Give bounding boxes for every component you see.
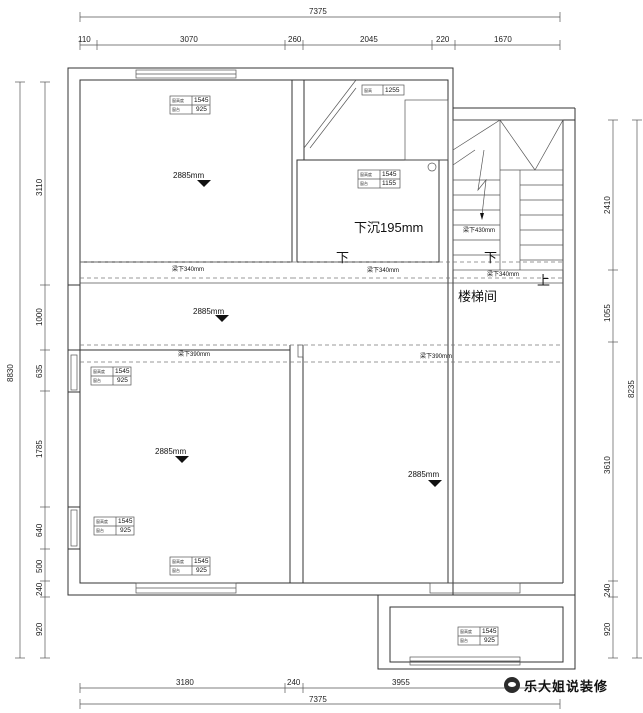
right-dimension-5: 920: [603, 622, 612, 636]
left-dimension-5: 640: [35, 523, 44, 537]
svg-text:窗台: 窗台: [96, 527, 104, 533]
svg-text:窗高度: 窗高度: [460, 628, 472, 634]
svg-text:1545: 1545: [115, 368, 130, 375]
step-down-label-1: 下: [336, 250, 349, 265]
left-dimension-7: 240: [35, 582, 44, 596]
bottom-dimension-2: 240: [287, 678, 301, 687]
elevation-marker-2: [215, 315, 229, 322]
bottom-dimension-1: 3180: [176, 678, 194, 687]
svg-text:1545: 1545: [194, 97, 209, 104]
right-dimension-3: 3610: [603, 456, 612, 474]
svg-text:窗高度: 窗高度: [360, 171, 372, 177]
top-dimensions: 7375 110 3070 260 2045 220 1670: [78, 7, 561, 50]
bottom-dimensions: 3180 240 3955 7375: [79, 678, 561, 709]
right-dimension-2: 1055: [603, 304, 612, 322]
window-tag-7: 窗高度 窗台 1545 925: [457, 626, 499, 646]
ceiling-height-1: 2885mm: [173, 171, 204, 180]
right-dimensions: 2410 1055 3610 240 920 8235: [603, 119, 642, 659]
stairwell-label: 楼梯间: [458, 289, 497, 304]
top-dimension-2: 3070: [180, 35, 198, 44]
beam-label-5: 梁下390mm: [420, 352, 452, 360]
left-total-dimension: 8830: [6, 364, 15, 382]
svg-text:窗台: 窗台: [93, 377, 101, 383]
svg-text:窗高度: 窗高度: [93, 368, 105, 374]
watermark: 乐大姐说装修: [504, 675, 608, 695]
beam-label-1: 梁下340mm: [172, 265, 204, 273]
svg-text:1545: 1545: [482, 628, 497, 635]
svg-text:1545: 1545: [194, 558, 209, 565]
top-dimension-5: 220: [436, 35, 450, 44]
step-down-label-2: 下: [484, 250, 497, 265]
right-dimension-4: 240: [603, 583, 612, 597]
step-up-label: 上: [537, 273, 550, 288]
window-tag-1: 窗高度 窗台 1545 925: [169, 95, 211, 115]
sunken-label: 下沉195mm: [354, 220, 423, 235]
window-tag-5: 窗高度 窗台 1545 925: [93, 516, 135, 536]
svg-text:1545: 1545: [118, 518, 133, 525]
svg-text:925: 925: [196, 567, 207, 574]
svg-text:窗高度: 窗高度: [172, 97, 184, 103]
top-dimension-4: 2045: [360, 35, 378, 44]
right-total-dimension: 8235: [627, 380, 636, 398]
elevation-marker-3: [175, 456, 189, 463]
staircase: [452, 119, 564, 271]
top-dimension-1: 110: [78, 35, 91, 44]
windows: [70, 69, 521, 666]
elevation-marker-4: [428, 480, 442, 487]
svg-text:窗高度: 窗高度: [172, 558, 184, 564]
left-dimension-4: 1785: [35, 440, 44, 458]
ceiling-height-4: 2885mm: [408, 470, 439, 479]
svg-text:925: 925: [120, 527, 131, 534]
right-dimension-1: 2410: [603, 196, 612, 214]
beam-label-6: 梁下430mm: [463, 226, 495, 234]
svg-text:窗台: 窗台: [460, 637, 468, 643]
svg-text:1155: 1155: [382, 180, 396, 187]
window-tag-6: 窗高度 窗台 1545 925: [169, 556, 211, 576]
elevation-marker-1: [197, 180, 211, 187]
top-dimension-6: 1670: [494, 35, 512, 44]
top-total-dimension: 7375: [309, 7, 327, 16]
svg-text:窗高度: 窗高度: [96, 518, 108, 524]
bottom-total-dimension: 7375: [309, 695, 327, 704]
svg-text:1545: 1545: [382, 171, 397, 178]
left-dimension-8: 920: [35, 622, 44, 636]
window-tag-3: 窗高度 窗台 1545 1155: [357, 169, 401, 189]
window-tag-4: 窗高度 窗台 1545 925: [90, 366, 132, 386]
svg-text:1255: 1255: [385, 87, 400, 94]
beam-lines: [80, 261, 563, 363]
left-dimension-6: 500: [35, 559, 44, 573]
left-dimension-3: 635: [35, 364, 44, 378]
window-tag-2: 窗高 1255: [361, 84, 405, 96]
svg-text:窗台: 窗台: [172, 106, 180, 112]
beam-label-2: 梁下340mm: [367, 266, 399, 274]
beam-label-4: 梁下390mm: [178, 350, 210, 358]
ceiling-height-2: 2885mm: [193, 307, 224, 316]
left-dimensions: 8830 3110 1000 635 1785 640 500 240 920: [6, 81, 50, 659]
watermark-text: 乐大姐说装修: [524, 678, 609, 694]
svg-text:925: 925: [196, 106, 207, 113]
bottom-dimension-3: 3955: [392, 678, 410, 687]
svg-text:窗台: 窗台: [172, 567, 180, 573]
svg-text:窗台: 窗台: [360, 180, 368, 186]
beam-label-3: 梁下340mm: [487, 270, 519, 278]
left-dimension-1: 3110: [35, 178, 44, 196]
svg-text:925: 925: [117, 377, 128, 384]
walls: [67, 67, 576, 670]
top-dimension-3: 260: [288, 35, 302, 44]
wechat-icon: [504, 677, 520, 693]
svg-text:窗高: 窗高: [364, 87, 372, 93]
svg-text:925: 925: [484, 637, 495, 644]
ceiling-height-3: 2885mm: [155, 447, 186, 456]
left-dimension-2: 1000: [35, 308, 44, 326]
